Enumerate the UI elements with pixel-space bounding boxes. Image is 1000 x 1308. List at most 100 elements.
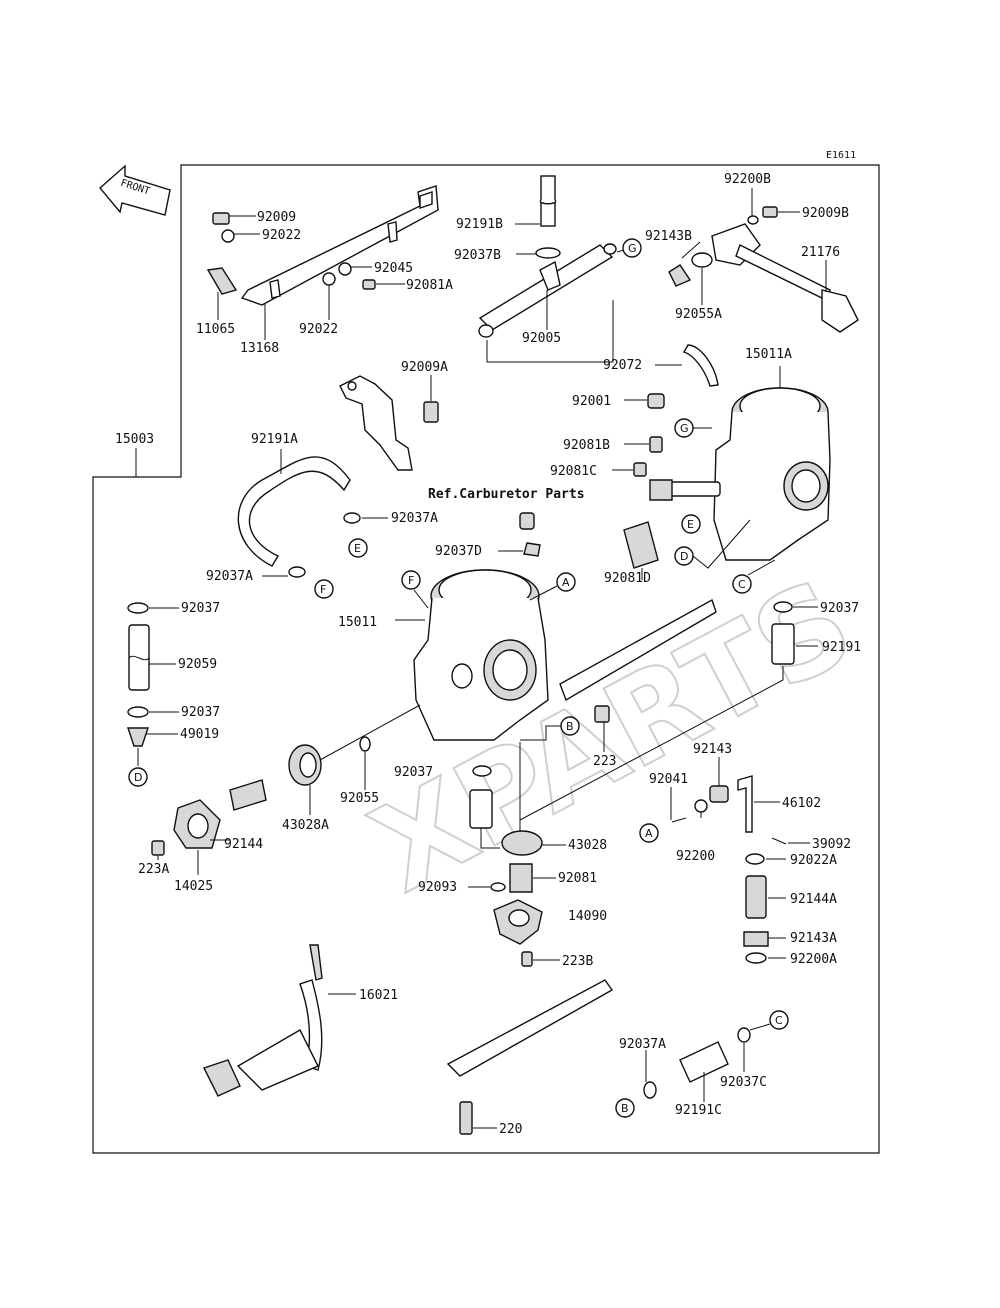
hose-center <box>469 789 493 829</box>
part-92037B: 92037B <box>454 248 501 263</box>
part-46102: 46102 <box>782 796 821 811</box>
callout-d-left: D <box>128 767 148 787</box>
oring-92093 <box>490 882 506 892</box>
part-92072: 92072 <box>603 358 642 373</box>
part-92081A: 92081A <box>406 278 453 293</box>
part-14090: 14090 <box>568 909 607 924</box>
callout-a-top: A <box>556 572 576 592</box>
throttle-bracket <box>339 375 439 471</box>
assembly-frame <box>92 164 880 1154</box>
callout-b-mid: B <box>560 716 580 736</box>
part-92037A-top: 92037A <box>391 511 438 526</box>
nut-92037D <box>519 512 535 530</box>
svg-text:D: D <box>134 771 142 784</box>
hose-clamp <box>682 344 719 387</box>
svg-text:C: C <box>775 1014 783 1027</box>
svg-text:A: A <box>645 827 653 840</box>
svg-text:C: C <box>738 578 746 591</box>
hose-92191C <box>679 1041 729 1083</box>
cable-valve-assembly <box>668 206 859 333</box>
part-92041: 92041 <box>649 772 688 787</box>
diaphragm-43028 <box>501 830 543 856</box>
part-92037D: 92037D <box>435 544 482 559</box>
callout-d-right: D <box>674 546 694 566</box>
part-223B: 223B <box>562 954 593 969</box>
clip-92037-center <box>472 765 492 777</box>
part-92144A: 92144A <box>790 892 837 907</box>
part-92081: 92081 <box>558 871 597 886</box>
part-92093: 92093 <box>418 880 457 895</box>
part-92009: 92009 <box>257 210 296 225</box>
svg-text:F: F <box>320 583 326 596</box>
part-92037-right: 92037 <box>820 601 859 616</box>
callout-g-mid: G <box>674 418 694 438</box>
svg-text:B: B <box>566 720 574 733</box>
part-16021: 16021 <box>359 988 398 1003</box>
part-92037A-left: 92037A <box>206 569 253 584</box>
cover-14090 <box>493 899 543 945</box>
part-15003: 15003 <box>115 432 154 447</box>
spring-92081D <box>623 521 659 569</box>
part-92005: 92005 <box>522 331 561 346</box>
part-92059: 92059 <box>178 657 217 672</box>
svg-text:F: F <box>408 574 414 587</box>
clip-92037-right <box>773 601 793 613</box>
part-11065: 11065 <box>196 322 235 337</box>
part-92081B: 92081B <box>563 438 610 453</box>
spring-92081 <box>509 863 533 893</box>
part-13168: 13168 <box>240 341 279 356</box>
part-220: 220 <box>499 1122 522 1137</box>
part-92037-left-1: 92037 <box>181 601 220 616</box>
cover-14025 <box>151 799 221 856</box>
callout-g-top: G <box>622 238 642 258</box>
spring-stack-right <box>743 853 769 964</box>
part-92191: 92191 <box>822 640 861 655</box>
part-92037-left-2: 92037 <box>181 705 220 720</box>
screw-220 <box>459 1101 473 1135</box>
part-92191C: 92191C <box>675 1103 722 1118</box>
callout-c-bottom: C <box>769 1010 789 1030</box>
link-lever <box>671 775 787 845</box>
part-92200: 92200 <box>676 849 715 864</box>
screw-223 <box>594 705 610 723</box>
fuel-hose-bent <box>237 456 351 567</box>
link-rod <box>559 598 717 702</box>
clip-92037D <box>523 542 541 557</box>
spring-92144 <box>229 779 267 811</box>
callout-e-left: E <box>348 538 368 558</box>
part-43028: 43028 <box>568 838 607 853</box>
clip-92037A <box>343 512 361 524</box>
pilot-screws <box>633 393 665 477</box>
part-92200B: 92200B <box>724 172 771 187</box>
joint-pipe-assembly <box>478 175 617 338</box>
callout-e-right: E <box>681 514 701 534</box>
part-223A: 223A <box>138 862 169 877</box>
part-92191B: 92191B <box>456 217 503 232</box>
oring-92055 <box>359 736 371 752</box>
part-92191A: 92191A <box>251 432 298 447</box>
svg-text:G: G <box>628 242 637 255</box>
svg-text:G: G <box>680 422 689 435</box>
svg-text:D: D <box>680 550 688 563</box>
part-92144: 92144 <box>224 837 263 852</box>
clip-92037C <box>737 1027 751 1043</box>
diagram-code: E1611 <box>826 150 856 161</box>
part-14025: 14025 <box>174 879 213 894</box>
diaphragm-43028A <box>288 744 322 786</box>
part-92022A: 92022A <box>790 853 837 868</box>
front-arrow-icon: FRONT <box>99 164 171 216</box>
part-92022-top: 92022 <box>262 228 301 243</box>
part-92055: 92055 <box>340 791 379 806</box>
clip-92037A-bottom <box>643 1081 657 1099</box>
screw-223B <box>521 951 533 967</box>
callout-a-bottom: A <box>639 823 659 843</box>
throttle-cable-16021 <box>203 944 323 1097</box>
hose-92191 <box>771 623 795 665</box>
part-21176: 21176 <box>801 245 840 260</box>
part-92045: 92045 <box>374 261 413 276</box>
carburetor-right <box>649 387 831 561</box>
part-43028A: 43028A <box>282 818 329 833</box>
part-223: 223 <box>593 754 616 769</box>
part-92009A: 92009A <box>401 360 448 375</box>
part-92081C: 92081C <box>550 464 597 479</box>
